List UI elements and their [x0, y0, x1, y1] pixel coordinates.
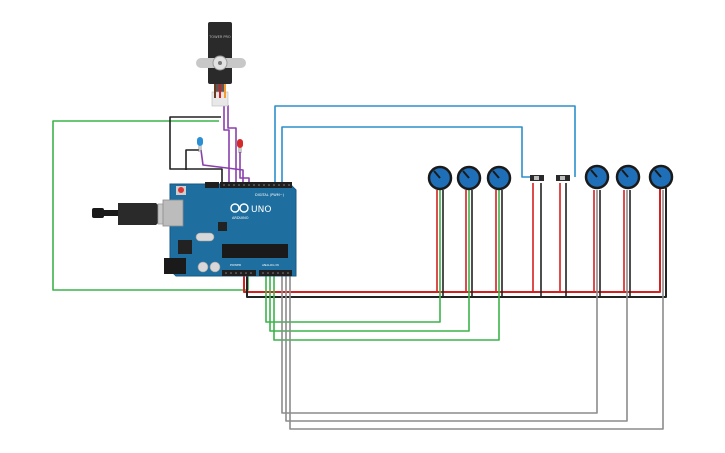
red-led[interactable]	[237, 139, 243, 153]
wires	[52, 105, 667, 430]
wire-servo-signal-2[interactable]	[227, 105, 237, 185]
usb-jack	[162, 199, 184, 227]
wire-analog-pot4[interactable]	[281, 190, 598, 414]
wire-analog-pot6[interactable]	[289, 190, 664, 430]
servo-motor[interactable]: TOWER PRO	[196, 22, 246, 107]
capacitor-2	[209, 261, 221, 273]
servo-screw	[218, 61, 222, 65]
blue-led[interactable]	[197, 137, 203, 152]
wire-analog-pot1[interactable]	[265, 190, 441, 323]
led-body	[197, 137, 203, 146]
digital-pwm-label: DIGITAL (PWM~)	[255, 193, 285, 197]
wire-analog-pot3[interactable]	[273, 190, 500, 341]
servo-wire-brown	[214, 84, 216, 98]
servo-wire-orange	[224, 84, 226, 98]
wire-servo-gnd[interactable]	[169, 116, 223, 185]
wire-led-blue-gnd[interactable]	[185, 149, 199, 170]
pot-indicator	[590, 169, 598, 178]
wire-ground-bus[interactable]	[246, 188, 667, 298]
voltage-regulator	[178, 240, 192, 254]
arduino-uno[interactable]: UNO ARDUINO DIGITAL (PWM~) POWER ANALOG …	[162, 182, 297, 277]
wire-power-bus[interactable]	[243, 188, 661, 293]
potentiometer-2[interactable]	[456, 165, 482, 191]
led-body	[237, 139, 243, 148]
potentiometer-1[interactable]	[427, 165, 453, 191]
usb-chip	[218, 222, 227, 231]
analog-header	[259, 270, 292, 276]
pot-indicator	[492, 170, 500, 179]
analog-in-label: ANALOG IN	[262, 263, 279, 267]
potentiometer-4[interactable]	[584, 164, 610, 190]
arduino-model-label: UNO	[251, 205, 271, 215]
servo-wire-red	[219, 84, 221, 98]
arduino-brand-label: ARDUINO	[232, 216, 249, 220]
digital-header-left	[205, 182, 219, 188]
capacitor-1	[197, 261, 209, 273]
usb-plug-body	[118, 203, 160, 225]
pot-indicator	[433, 170, 441, 179]
arduino-logo	[230, 203, 249, 213]
crystal	[195, 232, 215, 242]
potentiometer-3[interactable]	[486, 165, 512, 191]
switch-slider[interactable]	[560, 176, 565, 180]
wire-switch-control-1[interactable]	[274, 105, 576, 188]
power-label: POWER	[230, 263, 241, 267]
wire-analog-pot5[interactable]	[285, 190, 628, 422]
wire-analog-pot2[interactable]	[269, 190, 470, 332]
pot-indicator	[654, 169, 662, 178]
pot-indicator	[621, 169, 629, 178]
potentiometer-6[interactable]	[648, 164, 674, 190]
header-pins	[223, 184, 290, 274]
wire-led-red-signal[interactable]	[239, 152, 250, 185]
potentiometer-5[interactable]	[615, 164, 641, 190]
slide-switch-2[interactable]	[556, 175, 570, 181]
microcontroller-chip	[222, 244, 288, 258]
switch-slider[interactable]	[534, 176, 539, 180]
usb-cable-end	[92, 208, 104, 218]
power-jack	[164, 258, 186, 274]
wire-servo-signal[interactable]	[223, 105, 230, 185]
wire-switch-control-2[interactable]	[281, 126, 535, 188]
power-header	[222, 270, 256, 276]
reset-button-cap[interactable]	[178, 187, 184, 193]
slide-switch-1[interactable]	[530, 175, 544, 181]
digital-header	[220, 182, 292, 188]
pot-indicator	[462, 170, 470, 179]
servo-model-label: TOWER PRO	[208, 35, 231, 39]
servo-body	[208, 22, 232, 84]
